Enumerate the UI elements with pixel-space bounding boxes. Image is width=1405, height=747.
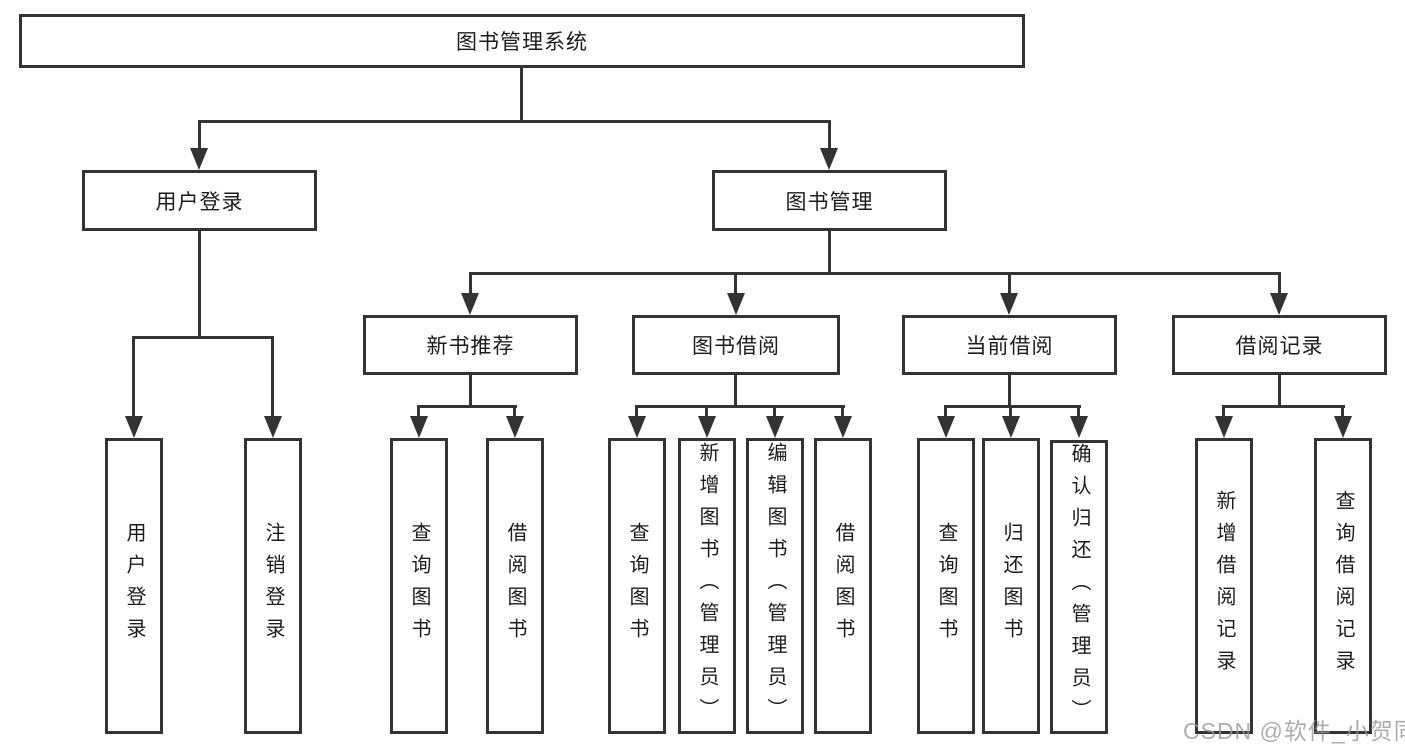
node-book-management: 图书管理 [712,170,947,231]
arrow-down-icon [1215,416,1233,438]
arrow-down-icon [125,416,143,438]
leaf-user-login: 用户登录 [105,438,163,734]
node-label: 图书管理系统 [456,31,588,54]
node-library-management-system: 图书管理系统 [19,14,1025,68]
node-label: 图书管理 [785,190,874,214]
node-label: 查询图书 [626,522,648,650]
arrow-down-icon [506,416,524,438]
node-label: 确认归还（管理员） [1068,443,1090,731]
arrow-down-icon [937,416,955,438]
node-book-borrowing: 图书借阅 [632,315,840,375]
connector-line [1222,405,1225,418]
connector-line [635,405,638,418]
leaf-add-borrow-record: 新增借阅记录 [1195,438,1253,734]
arrow-down-icon [1000,293,1018,315]
arrow-down-icon [1002,416,1020,438]
connector-line [198,120,831,123]
connector-line [705,405,708,418]
connector-line [773,405,776,418]
connector-line [1008,375,1011,405]
arrow-down-icon [766,416,784,438]
leaf-add-books-admin: 新增图书（管理员） [678,438,736,734]
leaf-confirm-return-admin: 确认归还（管理员） [1050,440,1108,734]
connector-line [1341,405,1344,418]
arrow-down-icon [628,416,646,438]
node-label: 查询图书 [408,522,430,650]
node-current-borrowing: 当前借阅 [902,315,1117,375]
leaf-return-books: 归还图书 [982,438,1040,734]
node-label: 图书借阅 [692,335,780,358]
connector-line [520,68,523,120]
connector-line [828,231,831,272]
arrow-down-icon [264,416,282,438]
connector-line [944,405,947,418]
arrow-down-icon [727,293,745,315]
node-label: 用户登录 [123,522,145,650]
node-label: 新增借阅记录 [1213,490,1235,682]
arrow-down-icon [1070,416,1088,438]
node-label: 查询图书 [935,522,957,650]
node-label: 查询借阅记录 [1332,490,1354,682]
node-label: 注销登录 [262,522,284,650]
arrow-down-icon [190,148,208,170]
node-label: 借阅图书 [832,522,854,650]
connector-line [734,272,737,295]
node-label: 新书推荐 [426,335,515,358]
leaf-query-books-current: 查询图书 [917,438,975,734]
connector-line [635,405,845,408]
connector-line [469,375,472,405]
connector-line [734,375,737,405]
arrow-down-icon [1334,416,1352,438]
connector-line [417,405,420,418]
arrow-down-icon [698,416,716,438]
connector-line [944,405,1081,408]
node-label: 当前借阅 [965,335,1054,358]
node-new-book-recommend: 新书推荐 [363,315,578,375]
connector-line [271,336,274,418]
connector-line [417,405,517,408]
connector-line [132,336,135,418]
connector-line [513,405,516,418]
node-label: 编辑图书（管理员） [764,442,786,730]
connector-line [469,272,472,295]
arrow-down-icon [820,148,838,170]
leaf-borrow-books: 借阅图书 [814,438,872,734]
node-label: 归还图书 [1000,522,1022,650]
arrow-down-icon [834,416,852,438]
connector-line [841,405,844,418]
arrow-down-icon [410,416,428,438]
node-borrowing-records: 借阅记录 [1172,315,1387,375]
connector-line [198,231,201,336]
connector-line [1077,405,1080,418]
node-user-login: 用户登录 [82,170,317,231]
connector-line [132,336,274,339]
node-label: 新增图书（管理员） [696,442,718,730]
node-label: 借阅记录 [1235,335,1324,358]
arrow-down-icon [461,293,479,315]
leaf-borrow-books-recommend: 借阅图书 [486,438,544,734]
arrow-down-icon [1270,293,1288,315]
leaf-logout: 注销登录 [244,438,302,734]
connector-line [828,120,831,150]
leaf-edit-books-admin: 编辑图书（管理员） [746,438,804,734]
node-label: 借阅图书 [504,522,526,650]
leaf-query-books-borrowing: 查询图书 [608,438,666,734]
connector-line [1278,375,1281,405]
connector-line [198,120,201,150]
leaf-query-borrow-record: 查询借阅记录 [1314,438,1372,734]
connector-line [1008,272,1011,295]
connector-line [1278,272,1281,295]
leaf-query-books-recommend: 查询图书 [390,438,448,734]
connector-line [1009,405,1012,418]
node-label: 用户登录 [155,190,244,214]
csdn-watermark: CSDN @软件_小贺同学 [1183,718,1405,744]
connector-line [1222,405,1345,408]
connector-line [469,272,1281,275]
